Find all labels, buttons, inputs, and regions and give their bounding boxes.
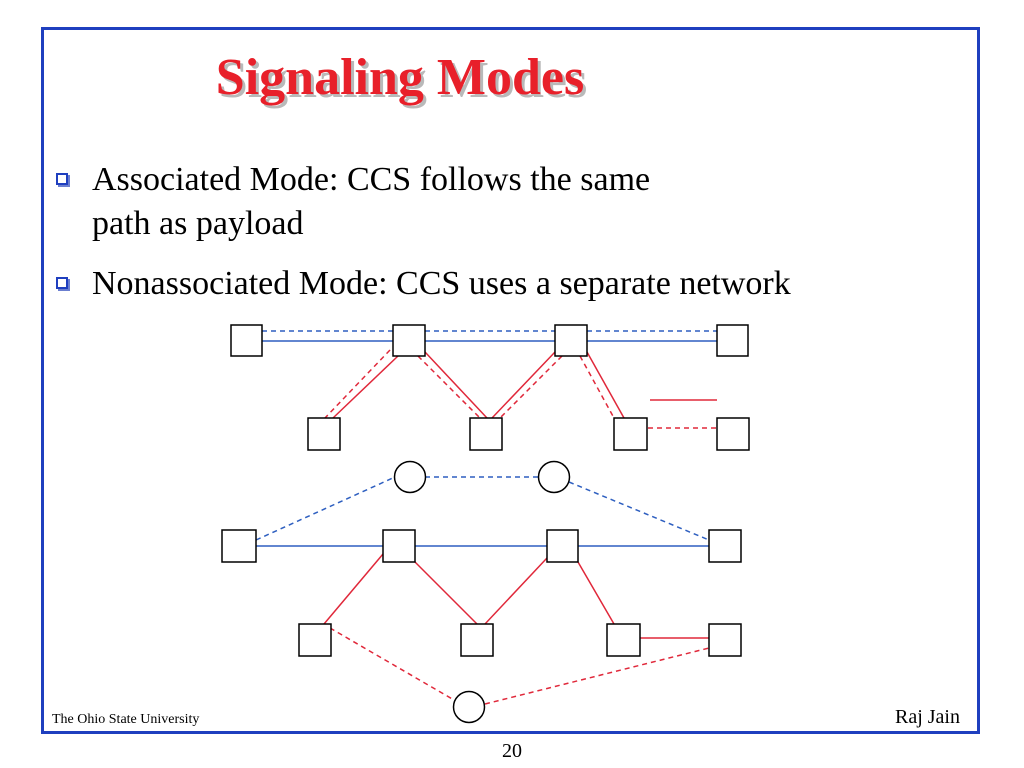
- switch-node: [716, 324, 749, 357]
- switch-node: [230, 324, 263, 357]
- switch-node: [460, 623, 494, 657]
- switch-node: [469, 417, 503, 451]
- switch-node: [546, 529, 579, 563]
- footer-author: Raj Jain: [895, 706, 960, 728]
- switch-node: [708, 623, 742, 657]
- switch-node: [392, 324, 426, 357]
- blue-signaling-link: [255, 476, 396, 541]
- red-payload-link: [586, 351, 625, 419]
- red-payload-link: [491, 351, 556, 419]
- red-signaling-link: [579, 355, 615, 419]
- red-payload-link: [577, 561, 615, 625]
- slide-title: Signaling Modes: [215, 49, 585, 106]
- red-signaling-link: [484, 647, 710, 705]
- switch-node: [307, 417, 341, 451]
- blue-signaling-link: [568, 481, 710, 541]
- bullet-text: Associated Mode: CCS follows the same: [92, 161, 651, 198]
- square-bullet-icon: [56, 277, 68, 289]
- switch-node: [708, 529, 742, 563]
- red-payload-link: [424, 351, 488, 419]
- signaling-point-node: [537, 460, 571, 494]
- switch-node: [298, 623, 332, 657]
- switch-node: [613, 417, 648, 451]
- red-payload-link: [484, 557, 548, 625]
- signaling-point-node: [452, 690, 486, 724]
- nonassociated-mode-diagram: [221, 460, 742, 724]
- signaling-point-node: [393, 460, 427, 494]
- bullet-text: Nonassociated Mode: CCS uses a separate …: [92, 265, 791, 302]
- slide-frame: [41, 27, 980, 734]
- square-bullet-icon: [56, 173, 68, 185]
- switch-node: [221, 529, 257, 563]
- red-signaling-link: [329, 627, 455, 701]
- switch-node: [382, 529, 416, 563]
- red-signaling-link: [417, 355, 481, 419]
- footer-institution: The Ohio State University: [52, 712, 200, 727]
- associated-mode-diagram: [230, 324, 750, 451]
- switch-node: [716, 417, 750, 451]
- bullet-text-continuation: path as payload: [92, 205, 304, 242]
- page-number: 20: [502, 740, 522, 762]
- red-signaling-link: [499, 355, 563, 419]
- red-payload-link: [323, 553, 384, 625]
- switch-node: [606, 623, 641, 657]
- red-payload-link: [414, 561, 478, 625]
- red-signaling-link: [324, 349, 391, 419]
- switch-node: [554, 324, 588, 357]
- red-payload-link: [332, 355, 399, 419]
